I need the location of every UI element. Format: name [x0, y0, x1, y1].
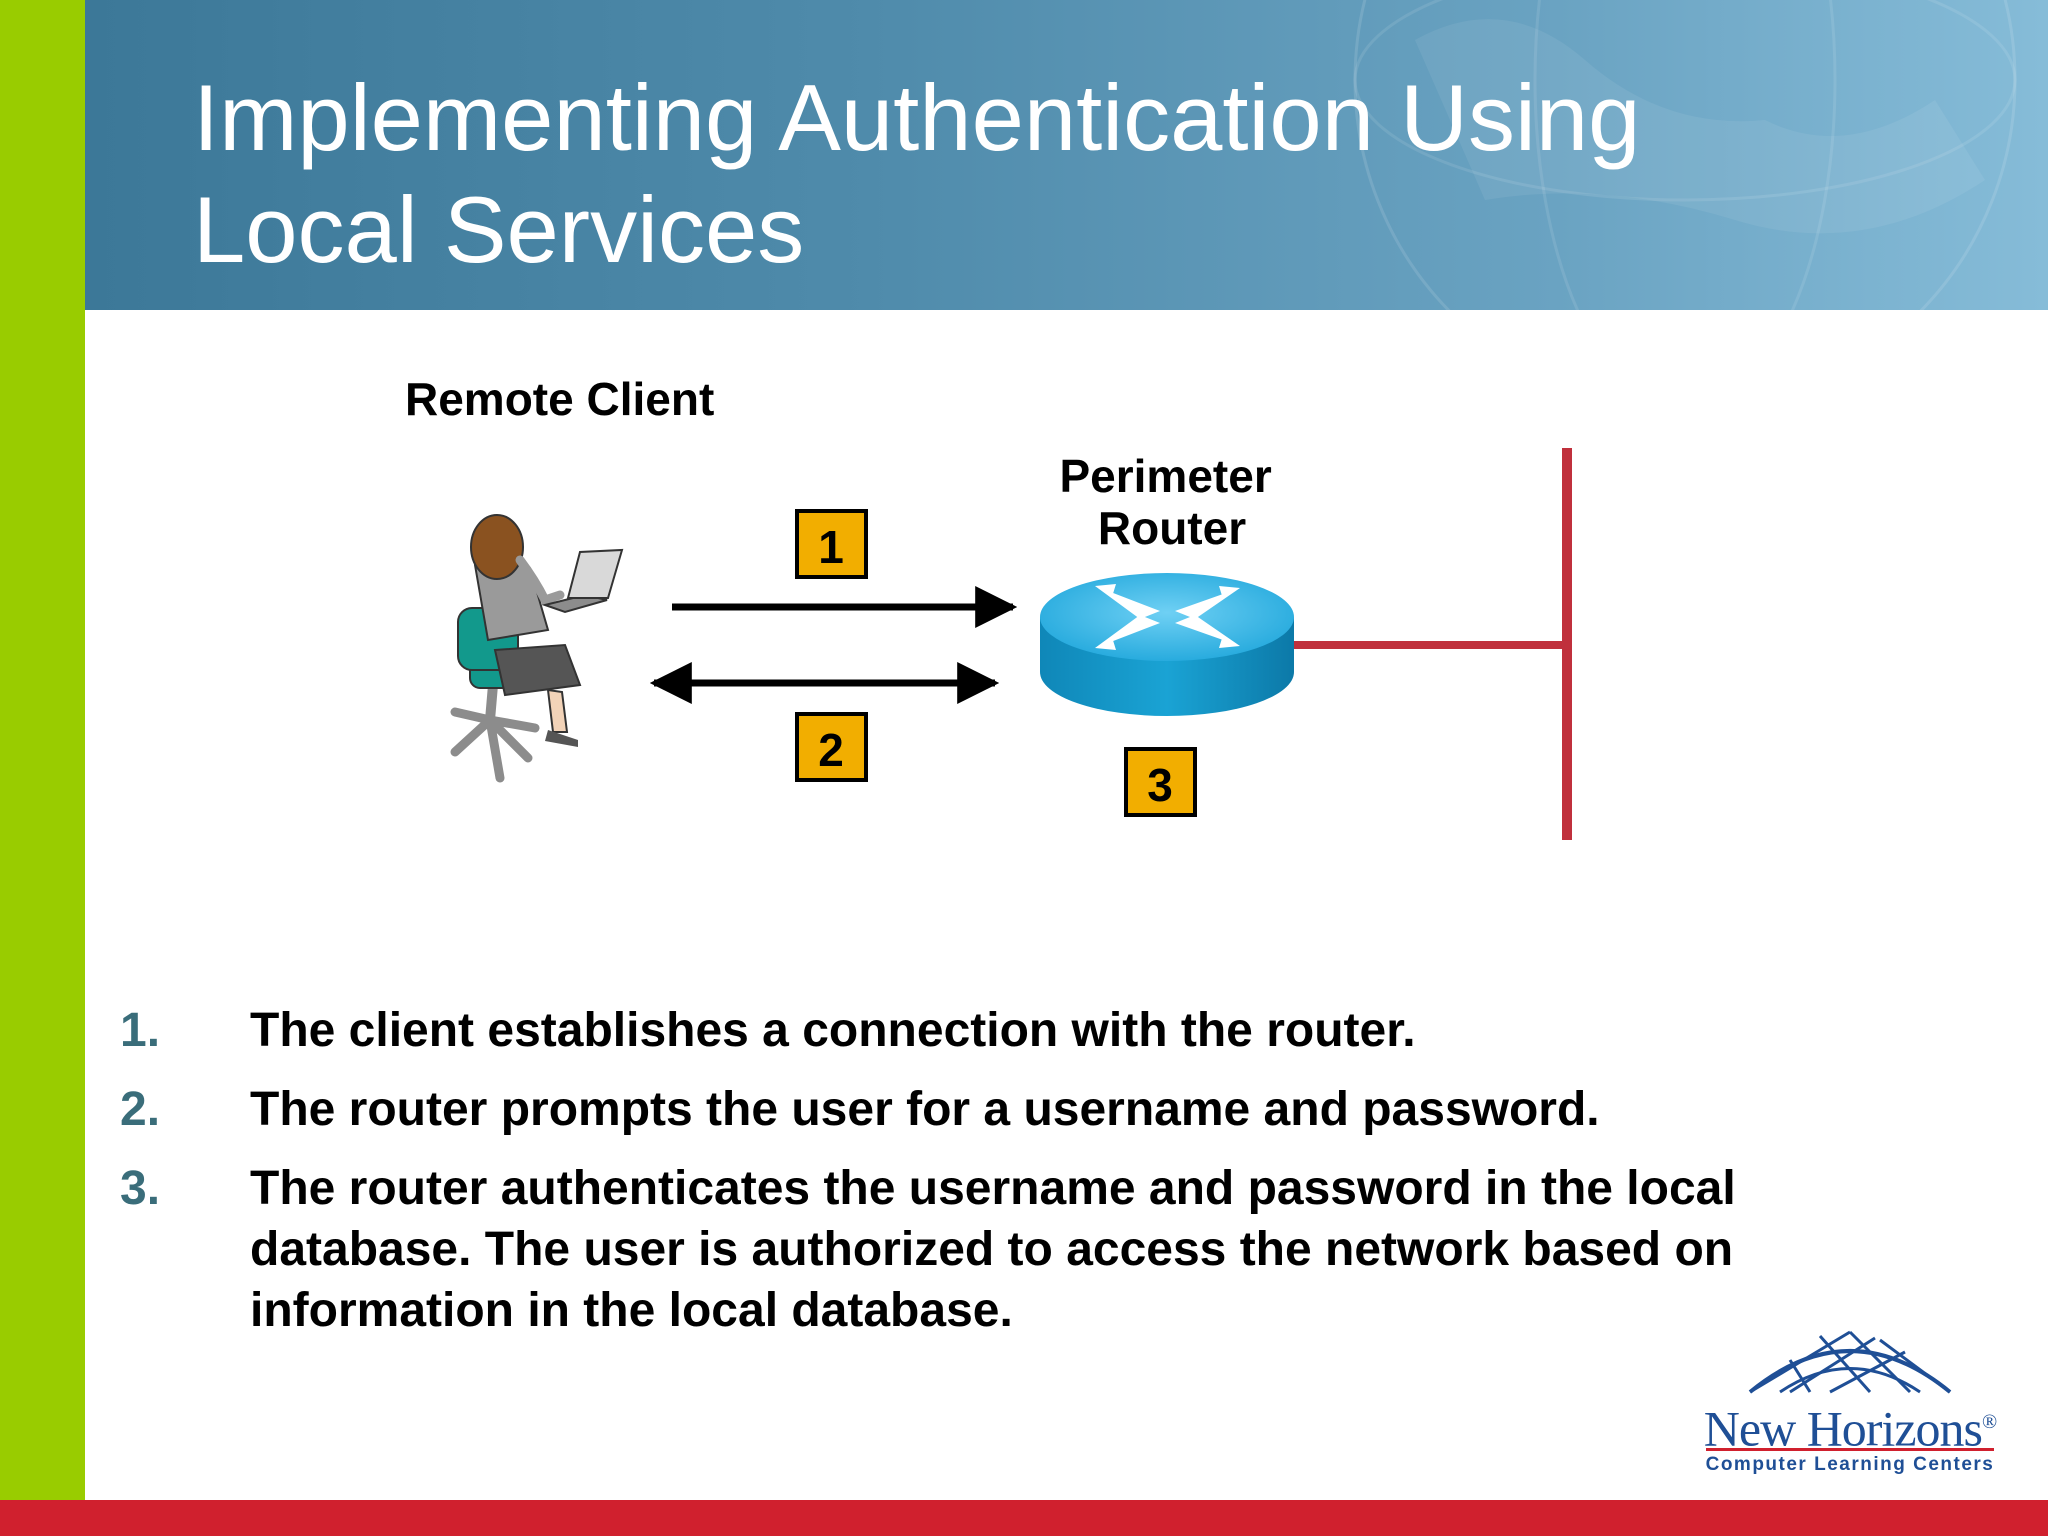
list-item-text: The router prompts the user for a userna… [250, 1083, 1600, 1136]
new-horizons-logo: New Horizons® Computer Learning Centers [1700, 1320, 2000, 1480]
router-label-line: Router [1098, 502, 1246, 554]
slide-title-line: Local Services [193, 177, 805, 282]
list-item-number: 2. [120, 1083, 161, 1136]
step-2-box: 2 [795, 712, 868, 782]
logo-name: New Horizons® [1700, 1394, 2000, 1457]
step-1-box: 1 [795, 509, 868, 579]
list-item-number: 1. [120, 1004, 161, 1057]
step-1-label: 1 [818, 521, 844, 573]
remote-client-icon [450, 514, 624, 783]
step-2-label: 2 [818, 724, 844, 776]
steps-list: 1. The client establishes a connection w… [120, 1000, 1920, 1359]
accent-side-bar [0, 0, 85, 1536]
list-item: 1. The client establishes a connection w… [120, 1000, 1920, 1061]
list-item-text: The router authenticates the username an… [250, 1162, 1736, 1337]
slide-title-line: Implementing Authentication Using [193, 65, 1641, 170]
list-item-text: The client establishes a connection with… [250, 1004, 1416, 1057]
globe-arc-icon [1748, 1330, 1952, 1394]
list-item-number: 3. [120, 1162, 161, 1215]
logo-subtitle: Computer Learning Centers [1705, 1454, 1995, 1475]
logo-divider [1706, 1448, 1994, 1451]
list-item: 3. The router authenticates the username… [120, 1158, 1920, 1341]
step-3-label: 3 [1147, 759, 1173, 811]
logo-name-text: New Horizons [1703, 1400, 1983, 1457]
footer-bar [0, 1500, 2048, 1536]
slide-header: Implementing Authentication Using Local … [85, 0, 2048, 310]
router-icon [1040, 573, 1294, 716]
authentication-diagram: Remote Client 1 2 3 [405, 373, 1572, 840]
slide-title: Implementing Authentication Using Local … [193, 62, 1640, 286]
globe-watermark [1353, 0, 2017, 310]
router-label: Perimeter Router [1059, 450, 1284, 554]
registered-mark: ® [1982, 1411, 1997, 1433]
router-label-line: Perimeter [1059, 450, 1271, 502]
step-3-box: 3 [1124, 747, 1197, 817]
remote-client-label: Remote Client [405, 373, 714, 425]
list-item: 2. The router prompts the user for a use… [120, 1079, 1920, 1140]
